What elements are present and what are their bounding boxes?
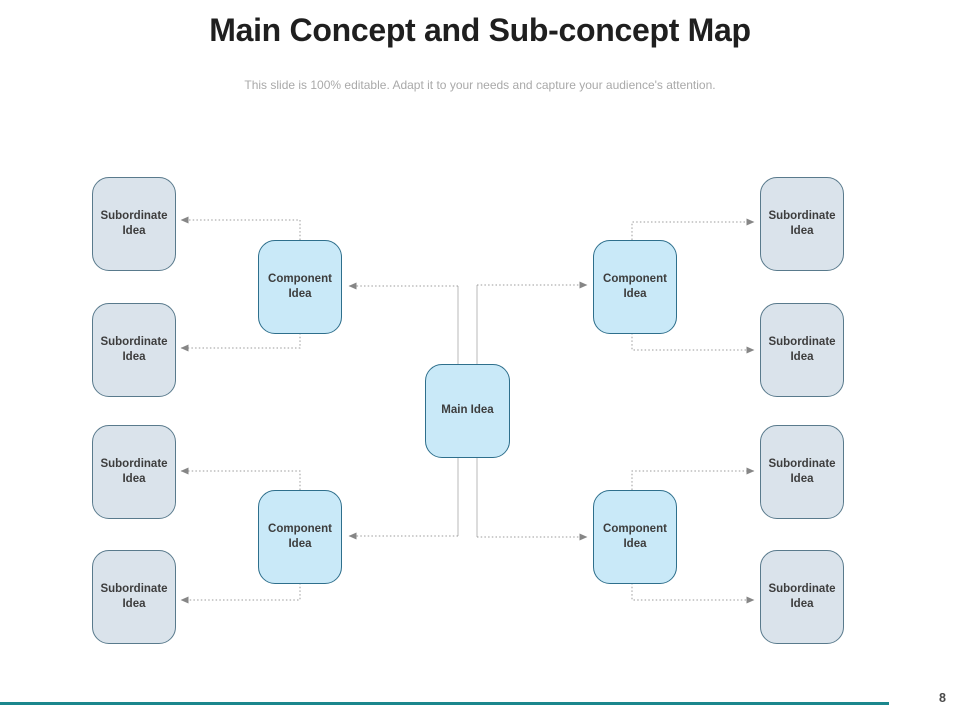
connector-component-tr-to-sub-2 xyxy=(631,333,755,354)
node-label: Subordinate Idea xyxy=(768,457,836,485)
node-label: Component Idea xyxy=(603,522,667,550)
node-subordinate-right-3: Subordinate Idea xyxy=(760,425,844,519)
node-subordinate-left-4: Subordinate Idea xyxy=(92,550,176,644)
node-subordinate-right-1: Subordinate Idea xyxy=(760,177,844,271)
node-component-bottom-left: Component Idea xyxy=(258,490,342,584)
slide-title: Main Concept and Sub-concept Map xyxy=(209,12,751,48)
node-subordinate-right-4: Subordinate Idea xyxy=(760,550,844,644)
node-subordinate-left-1: Subordinate Idea xyxy=(92,177,176,271)
connector-component-tl-to-sub-1 xyxy=(180,216,301,240)
node-subordinate-left-2: Subordinate Idea xyxy=(92,303,176,397)
node-label: Subordinate Idea xyxy=(768,582,836,610)
node-label: Component Idea xyxy=(603,272,667,300)
connector-component-tl-to-sub-2 xyxy=(180,333,301,352)
node-label: Subordinate Idea xyxy=(100,457,168,485)
node-label: Subordinate Idea xyxy=(100,209,168,237)
node-subordinate-left-3: Subordinate Idea xyxy=(92,425,176,519)
node-label: Subordinate Idea xyxy=(768,209,836,237)
node-label: Component Idea xyxy=(268,272,332,300)
node-component-top-left: Component Idea xyxy=(258,240,342,334)
node-label: Subordinate Idea xyxy=(768,335,836,363)
connector-component-bl-to-sub-3 xyxy=(180,467,301,490)
connector-component-br-to-sub-3 xyxy=(631,467,755,490)
connector-component-tr-to-sub-1 xyxy=(631,218,755,240)
node-subordinate-right-2: Subordinate Idea xyxy=(760,303,844,397)
connector-component-br-to-sub-4 xyxy=(631,583,755,604)
page-number: 8 xyxy=(939,691,946,705)
slide-subtitle: This slide is 100% editable. Adapt it to… xyxy=(244,78,716,92)
node-main-idea: Main Idea xyxy=(425,364,510,458)
footer-accent-line xyxy=(0,702,889,705)
node-label: Subordinate Idea xyxy=(100,335,168,363)
node-component-bottom-right: Component Idea xyxy=(593,490,677,584)
node-label: Subordinate Idea xyxy=(100,582,168,610)
node-label: Main Idea xyxy=(441,404,494,417)
node-component-top-right: Component Idea xyxy=(593,240,677,334)
node-label: Component Idea xyxy=(268,522,332,550)
connector-component-bl-to-sub-4 xyxy=(180,583,301,604)
